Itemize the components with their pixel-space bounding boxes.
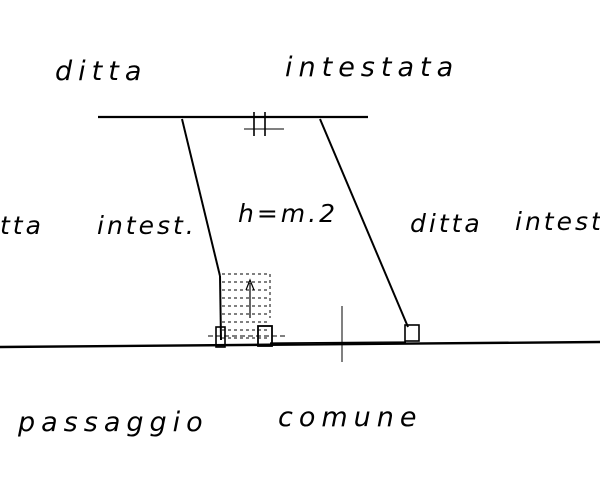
left-wall-lower [219,275,222,341]
label-height: h=m.2 [238,199,338,228]
bottom-boundary-line [0,340,600,349]
label-ditta-left: tta [0,211,44,240]
label-intestata-top: intestata [285,52,459,83]
label-ditta-top: ditta [55,56,147,87]
label-intest-right: intest. [515,207,600,236]
label-passaggio: passaggio [17,407,209,438]
right-wall-line [319,118,409,328]
label-comune: comune [278,402,423,433]
top-marker-symbol [244,112,284,136]
right-corner-post [404,324,420,342]
door-post-symbol [208,325,285,348]
left-wall-line [181,118,221,277]
staircase-symbol [222,273,271,339]
label-ditta-right: ditta [410,209,483,238]
label-intest-left: intest. [97,211,197,240]
inner-bottom-line [269,341,407,344]
